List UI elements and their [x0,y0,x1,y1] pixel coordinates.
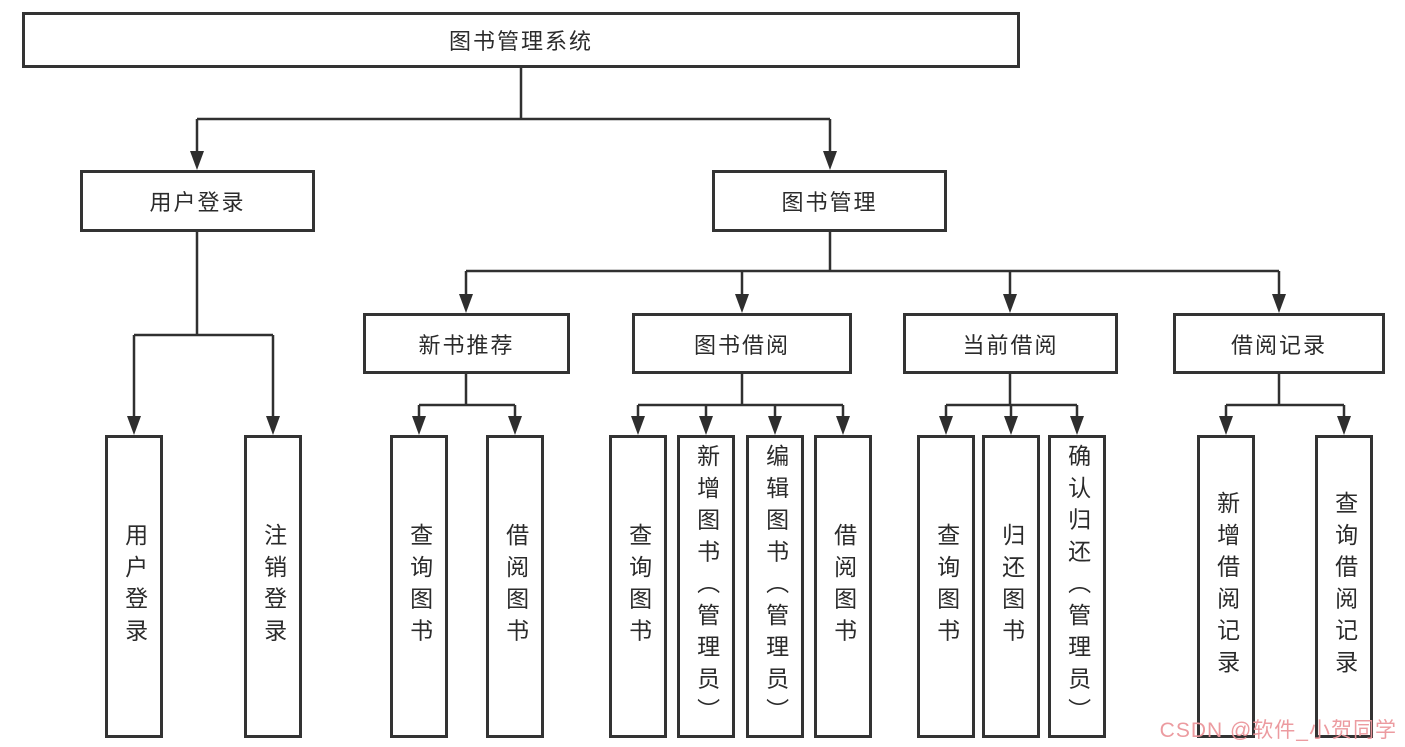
leaf-edit-book-admin: 编辑图书（管理员） [746,435,804,738]
node-label: 借阅图书 [502,523,529,650]
leaf-query-borrow-record: 查询借阅记录 [1315,435,1373,738]
node-label: 图书借阅 [693,332,790,358]
node-label: 当前借阅 [962,332,1059,358]
leaf-confirm-return-admin: 确认归还（管理员） [1048,435,1106,738]
node-new-book-recommend: 新书推荐 [363,313,570,374]
leaf-user-login: 用户登录 [105,435,163,738]
node-label: 查询借阅记录 [1331,491,1358,682]
node-book-borrowing: 图书借阅 [632,313,852,374]
node-label: 图书管理 [781,190,878,215]
node-label: 新增借阅记录 [1213,491,1240,682]
node-label: 借阅记录 [1230,332,1327,358]
node-label: 用户登录 [121,523,148,650]
leaf-query-books-3: 查询图书 [917,435,975,738]
csdn-watermark: CSDN @软件_小贺同学 [1159,719,1397,742]
node-user-login: 用户登录 [80,170,315,232]
node-label: 用户登录 [149,190,246,215]
node-current-borrowing: 当前借阅 [903,313,1118,374]
node-borrow-records: 借阅记录 [1173,313,1385,374]
node-label: 注销登录 [260,523,287,650]
node-label: 归还图书 [998,523,1025,650]
leaf-logout: 注销登录 [244,435,302,738]
node-label: 新书推荐 [418,332,515,358]
leaf-add-book-admin: 新增图书（管理员） [677,435,735,738]
leaf-query-books-2: 查询图书 [609,435,667,738]
node-label: 查询图书 [933,523,960,650]
leaf-return-book: 归还图书 [982,435,1040,738]
node-label: 借阅图书 [830,523,857,650]
node-root-library-system: 图书管理系统 [22,12,1020,68]
node-label: 查询图书 [406,523,433,650]
arrowheads [127,151,1351,435]
leaf-query-books-1: 查询图书 [390,435,448,738]
node-label: 新增图书（管理员） [693,443,720,730]
leaf-add-borrow-record: 新增借阅记录 [1197,435,1255,738]
node-label: 查询图书 [625,523,652,650]
leaf-borrow-books-1: 借阅图书 [486,435,544,738]
node-label: 确认归还（管理员） [1064,443,1091,730]
node-label: 编辑图书（管理员） [762,443,789,730]
leaf-borrow-books-2: 借阅图书 [814,435,872,738]
node-label: 图书管理系统 [448,29,593,54]
node-book-management: 图书管理 [712,170,947,232]
